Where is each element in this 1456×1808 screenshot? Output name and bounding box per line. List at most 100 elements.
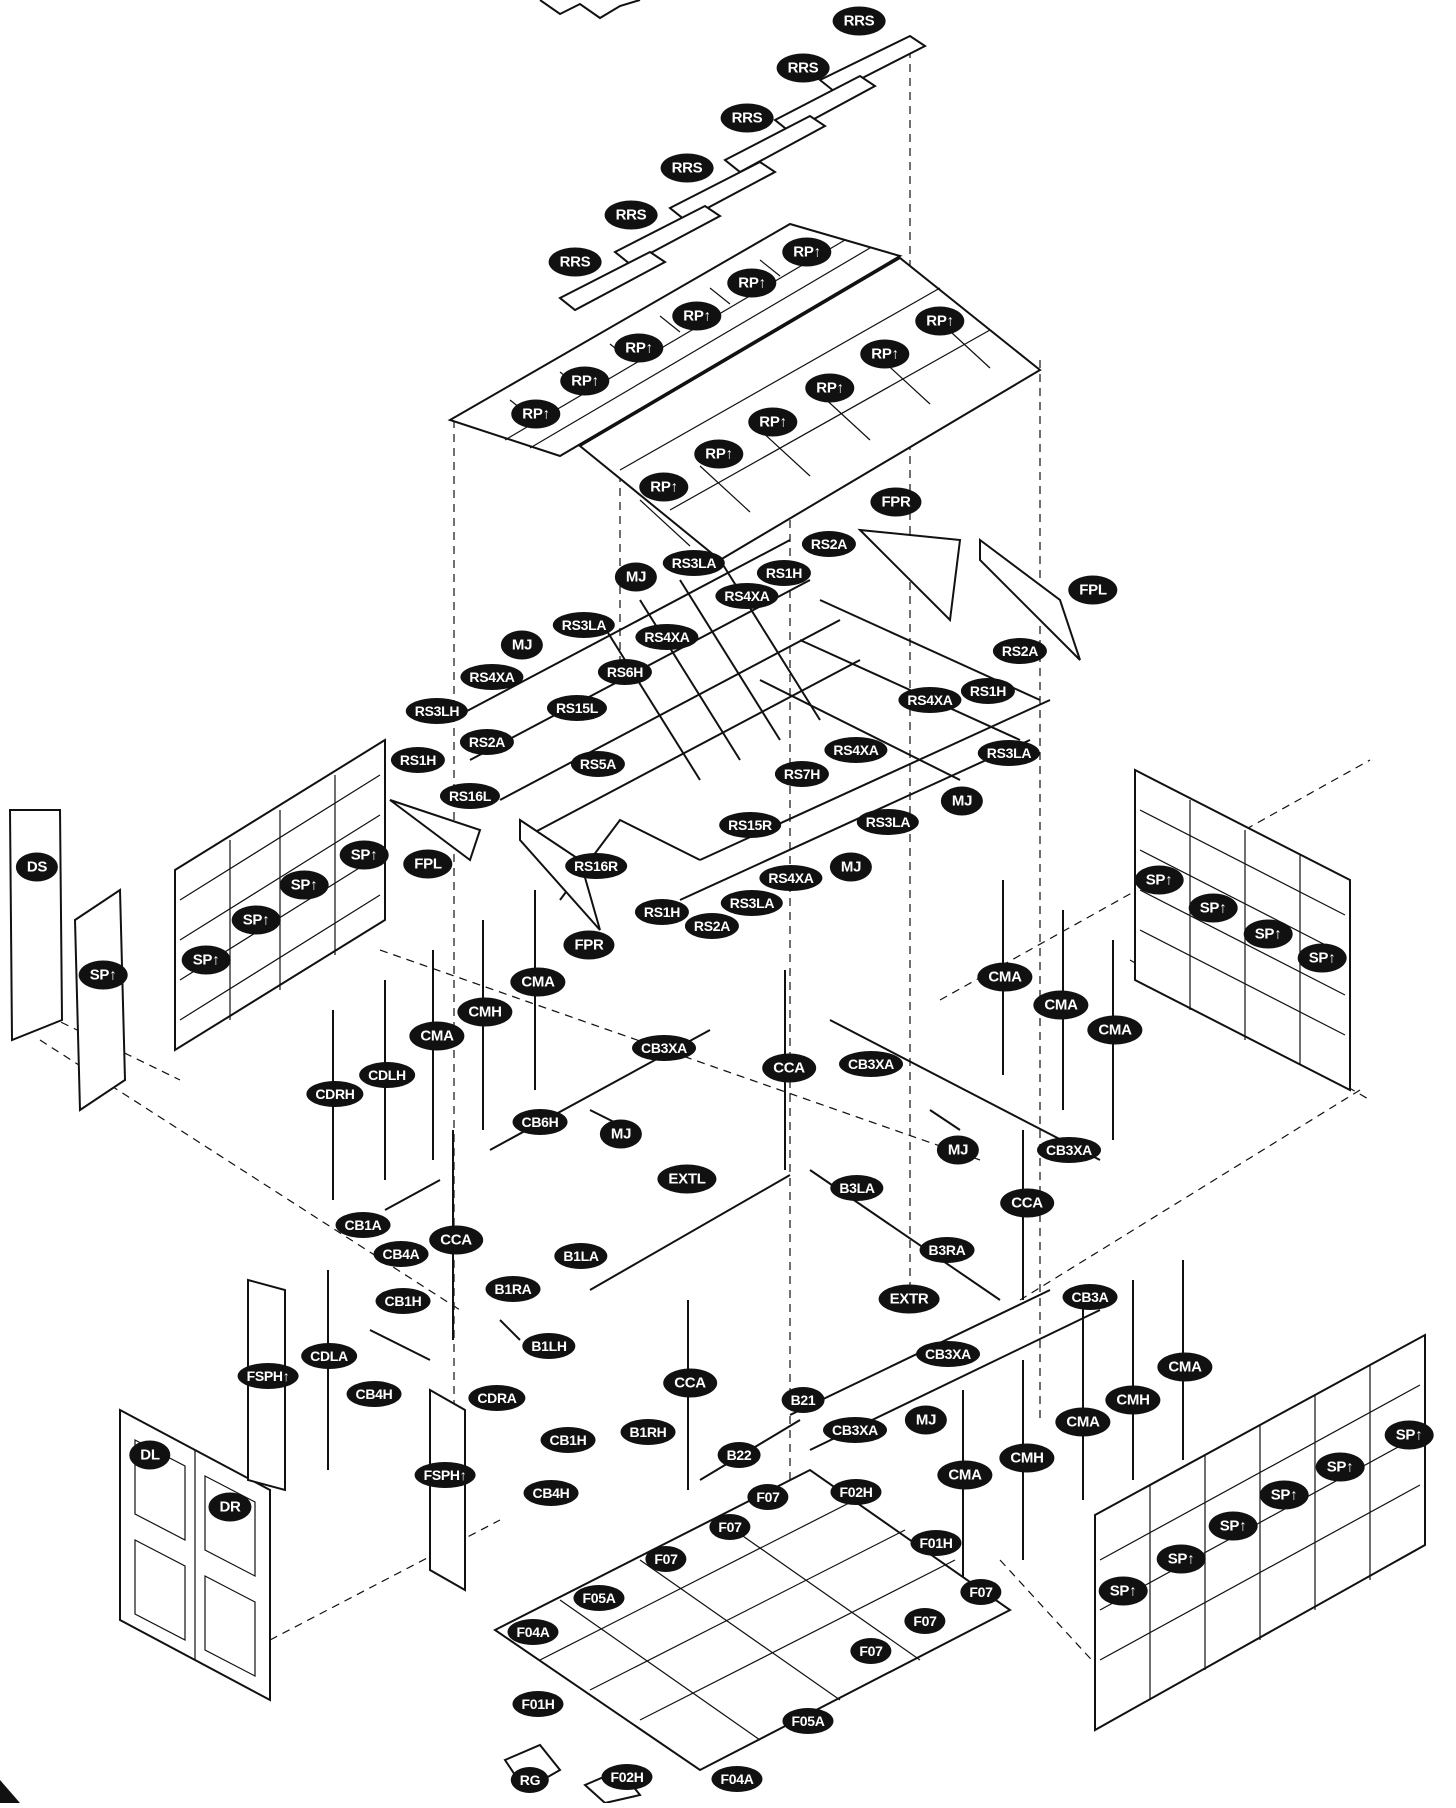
label-cma: CMA (1087, 1015, 1143, 1045)
label-f01h: F01H (512, 1691, 564, 1717)
label-rs4xa: RS4XA (715, 583, 779, 609)
label-mj: MJ (829, 852, 873, 882)
label-cb1h: CB1H (540, 1427, 596, 1453)
label-fpr: FPR (870, 487, 922, 517)
label-dl: DL (129, 1440, 171, 1470)
label-rs1h: RS1H (634, 899, 690, 925)
label-sp: SP↑ (1188, 893, 1238, 923)
label-rp: RP↑ (614, 333, 664, 363)
label-rrs: RRS (660, 153, 714, 183)
label-sp: SP↑ (1243, 919, 1293, 949)
label-b3la: B3LA (830, 1175, 884, 1201)
label-rs3la: RS3LA (977, 740, 1041, 766)
label-rs3la: RS3LA (552, 612, 616, 638)
label-cmh: CMH (999, 1443, 1055, 1473)
label-rs3lh: RS3LH (405, 698, 469, 724)
label-rs6h: RS6H (597, 659, 653, 685)
label-rp: RP↑ (672, 301, 722, 331)
label-rp: RP↑ (915, 306, 965, 336)
label-fsph: FSPH↑ (414, 1462, 476, 1488)
roof-panels (447, 222, 1042, 562)
label-rs15l: RS15L (546, 695, 608, 721)
label-f07: F07 (850, 1638, 892, 1664)
label-f05a: F05A (782, 1708, 834, 1734)
label-sp: SP↑ (1208, 1511, 1258, 1541)
label-b1lh: B1LH (522, 1333, 576, 1359)
label-f07: F07 (747, 1484, 789, 1510)
label-cma: CMA (977, 962, 1033, 992)
label-sp: SP↑ (339, 840, 389, 870)
label-rp: RP↑ (727, 268, 777, 298)
label-cb4h: CB4H (523, 1480, 579, 1506)
label-cb3xa: CB3XA (839, 1051, 903, 1077)
label-rp: RP↑ (782, 237, 832, 267)
label-rs4xa: RS4XA (898, 687, 962, 713)
label-f07: F07 (645, 1546, 687, 1572)
label-b1ra: B1RA (485, 1276, 541, 1302)
label-rp: RP↑ (805, 373, 855, 403)
label-b1la: B1LA (554, 1243, 608, 1269)
label-cca: CCA (663, 1368, 717, 1398)
label-rp: RP↑ (639, 472, 689, 502)
floor (493, 1468, 1012, 1805)
corner-mark (0, 1780, 20, 1803)
label-mj: MJ (599, 1119, 643, 1149)
label-cma: CMA (937, 1460, 993, 1490)
label-rs3la: RS3LA (662, 550, 726, 576)
label-extl: EXTL (657, 1164, 717, 1194)
label-f02h: F02H (601, 1764, 653, 1790)
beams (369, 1019, 1101, 1481)
label-cb1a: CB1A (335, 1212, 391, 1238)
label-cdra: CDRA (468, 1385, 526, 1411)
label-sp: SP↑ (1259, 1480, 1309, 1510)
label-mj: MJ (940, 786, 984, 816)
label-rs4xa: RS4XA (759, 865, 823, 891)
label-cb3a: CB3A (1062, 1284, 1118, 1310)
right-wall-panels (1094, 768, 1426, 1732)
label-f07: F07 (904, 1608, 946, 1634)
label-cb3xa: CB3XA (823, 1417, 887, 1443)
label-rs3la: RS3LA (856, 809, 920, 835)
label-cb1h: CB1H (375, 1288, 431, 1314)
label-f07: F07 (960, 1579, 1002, 1605)
label-sp: SP↑ (1156, 1544, 1206, 1574)
label-cb4a: CB4A (373, 1241, 429, 1267)
label-sp: SP↑ (181, 945, 231, 975)
label-rg: RG (510, 1767, 550, 1793)
label-mj: MJ (936, 1135, 980, 1165)
label-cca: CCA (429, 1225, 483, 1255)
label-cb3xa: CB3XA (916, 1341, 980, 1367)
label-rrs: RRS (604, 200, 658, 230)
label-rrs: RRS (548, 247, 602, 277)
label-cma: CMA (1033, 990, 1089, 1020)
label-mj: MJ (614, 562, 658, 592)
label-rs1h: RS1H (756, 560, 812, 586)
label-rp: RP↑ (511, 399, 561, 429)
label-f04a: F04A (711, 1766, 763, 1792)
label-rp: RP↑ (694, 439, 744, 469)
label-cb4h: CB4H (346, 1381, 402, 1407)
label-rs1h: RS1H (960, 678, 1016, 704)
label-cb6h: CB6H (512, 1109, 568, 1135)
roof-structure (389, 528, 1081, 931)
label-rs16l: RS16L (439, 783, 501, 809)
label-b3ra: B3RA (919, 1237, 975, 1263)
label-rs4xa: RS4XA (635, 624, 699, 650)
label-rs3la: RS3LA (720, 890, 784, 916)
label-dr: DR (208, 1492, 252, 1522)
label-f02h: F02H (830, 1479, 882, 1505)
label-rrs: RRS (832, 6, 886, 36)
label-sp: SP↑ (1098, 1576, 1148, 1606)
label-rs2a: RS2A (459, 729, 515, 755)
label-ds: DS (15, 852, 59, 882)
label-sp: SP↑ (231, 905, 281, 935)
label-f05a: F05A (573, 1585, 625, 1611)
label-cdla: CDLA (301, 1343, 357, 1369)
label-extr: EXTR (878, 1284, 940, 1314)
ridge-fragment (539, 0, 641, 20)
double-doors (119, 1278, 466, 1702)
label-cma: CMA (409, 1021, 465, 1051)
label-rs16r: RS16R (565, 853, 627, 879)
